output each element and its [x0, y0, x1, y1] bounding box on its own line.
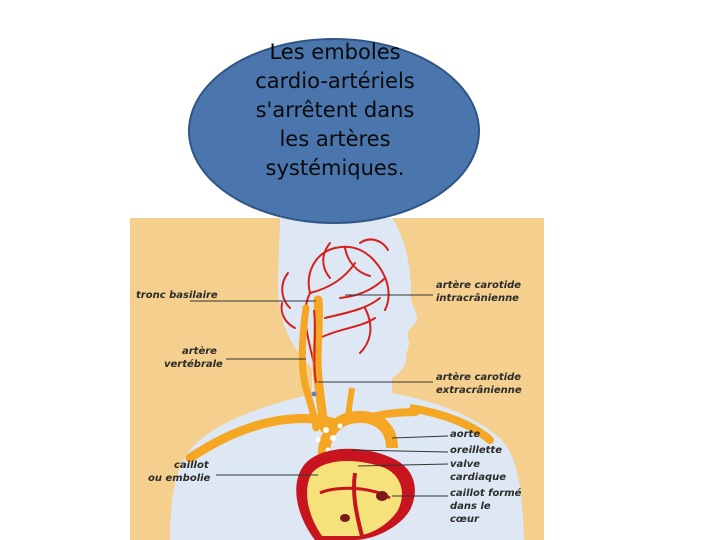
leader-lines — [190, 294, 449, 497]
heart-clots — [340, 491, 388, 522]
label-aorte: aorte — [450, 429, 481, 440]
emboli-markers — [315, 423, 343, 453]
aortic-arch — [317, 410, 398, 470]
label-carotide-extra-2: extracrânienne — [436, 385, 522, 396]
callout-line: les artères — [279, 127, 391, 151]
callout-line: s'arrêtent dans — [255, 98, 415, 122]
label-carotide-intra-2: intracrânienne — [436, 293, 519, 304]
label-tronc-basilaire: tronc basilaire — [136, 290, 218, 301]
label-valve-1: valve — [450, 459, 480, 470]
label-valve-2: cardiaque — [450, 472, 507, 483]
subclavian-right — [185, 414, 340, 463]
label-caillot-coeur-2: dans le — [450, 501, 491, 512]
heart-septum — [351, 472, 364, 537]
label-artere-vertebrale-1: artère — [182, 346, 217, 357]
callout-text: Les emboles cardio-artériels s'arrêtent … — [230, 38, 440, 183]
label-caillot-2: ou embolie — [148, 473, 211, 484]
subclavian-left — [366, 404, 494, 444]
carotid-artery-vessel — [312, 295, 329, 433]
label-caillot-1: caillot — [174, 460, 209, 471]
label-carotide-intra-1: artère carotide — [436, 280, 522, 291]
callout-ellipse — [188, 38, 480, 224]
label-caillot-coeur-3: cœur — [450, 514, 479, 525]
label-carotide-extra-1: artère carotide — [436, 372, 522, 383]
cerebral-arteries — [280, 238, 390, 369]
anatomy-drawing — [130, 218, 544, 540]
label-caillot-coeur-1: caillot formé — [450, 488, 522, 499]
callout-line: systémiques. — [265, 156, 405, 180]
callout-line: cardio-artériels — [255, 69, 415, 93]
label-artere-vertebrale-2: vertébrale — [164, 359, 223, 370]
body-silhouette — [170, 218, 524, 540]
callout-line: Les emboles — [269, 40, 401, 64]
carotid-artery-core — [313, 309, 317, 384]
vertebral-artery-vessel — [298, 304, 320, 432]
branch-vessel — [345, 387, 355, 417]
circulation-illustration: tronc basilaire artère vertébrale caillo… — [130, 218, 544, 540]
label-oreillette: oreillette — [450, 445, 502, 456]
